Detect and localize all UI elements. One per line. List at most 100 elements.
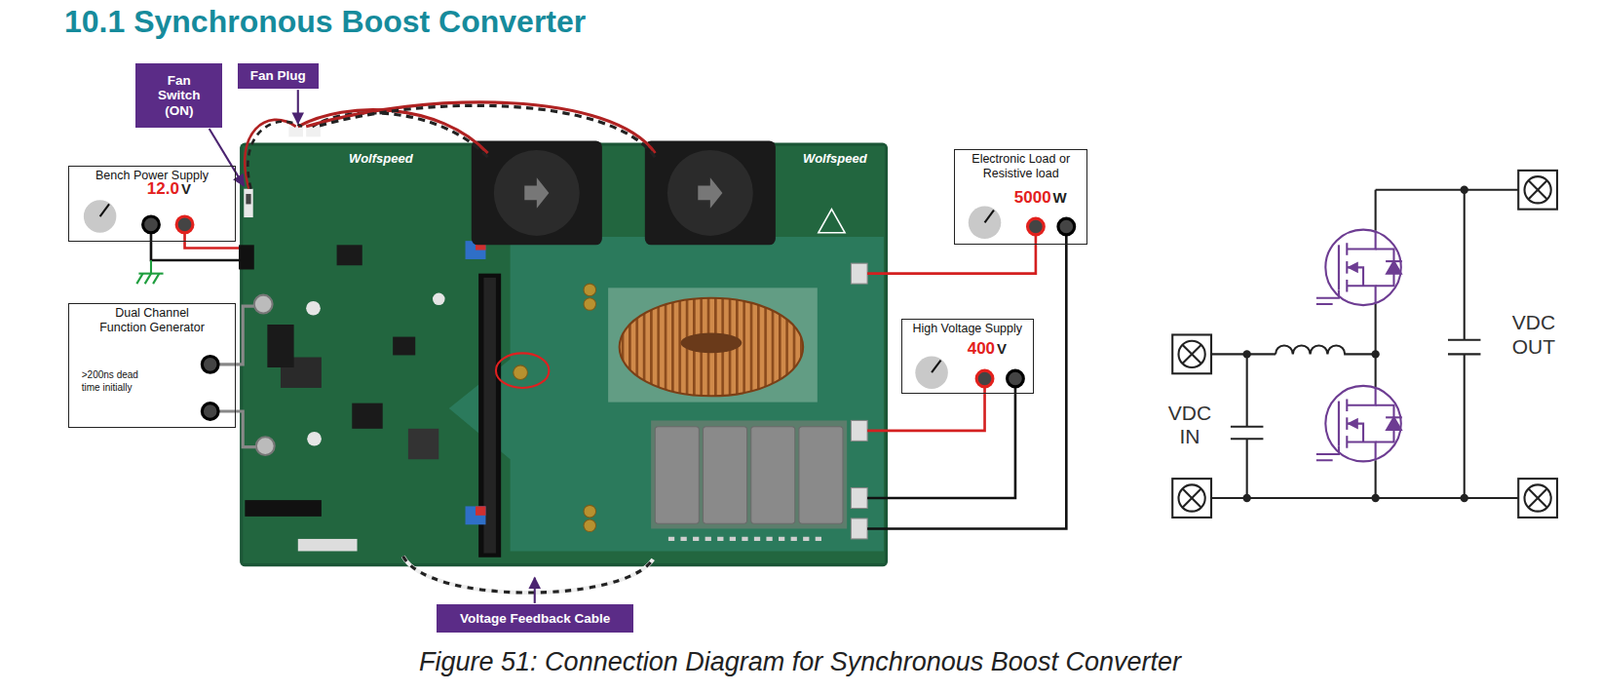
instrument-knob: [100, 203, 110, 217]
pcb-board: [392, 337, 416, 356]
pcb-board: [337, 244, 363, 266]
setpoint-row: 12.0V: [147, 179, 191, 199]
pcb-board: [305, 126, 321, 137]
pcb-board: [654, 426, 699, 524]
brand-mark: Wolfspeed: [802, 152, 868, 167]
setpoint-row: 400V: [967, 339, 1007, 359]
callout-box: Voltage Feedback Cable: [436, 604, 634, 633]
terminal-post: [201, 403, 219, 420]
supply-wires: [867, 387, 1016, 498]
pcb-board: [245, 193, 251, 204]
instrument-knob: [83, 199, 117, 233]
instrument-name: High Voltage Supply: [906, 321, 1029, 337]
mosfet-symbol: [1316, 385, 1403, 461]
fan-wires: [247, 121, 303, 190]
caption-wrapper: Figure 51: Connection Diagram for Synchr…: [0, 647, 1600, 678]
instrument-knob: [914, 355, 949, 389]
terminal-post: [143, 216, 160, 233]
instrument-knob: [968, 206, 1002, 240]
callout-box: Fan Switch (ON): [135, 63, 223, 128]
callout-arrow: [297, 89, 300, 124]
pcb-board: [432, 293, 446, 306]
setpoint-row: 5000W: [1014, 188, 1067, 208]
port-label: VDC OUT: [1506, 310, 1562, 358]
terminal-post: [176, 216, 193, 233]
terminal-symbol: [1182, 489, 1202, 508]
cooling-fan: [471, 141, 603, 246]
terminal-symbol: [1518, 170, 1558, 210]
terminal-symbol: [1182, 489, 1202, 508]
mosfet-symbol: [1337, 401, 1340, 447]
mosfet-symbol: [1346, 230, 1375, 305]
terminal-symbol: [1518, 478, 1558, 518]
callout-box: Fan Plug: [237, 63, 319, 89]
pcb-board: [244, 499, 322, 517]
mosfet-symbol: [1386, 261, 1402, 274]
fan-wires: [316, 105, 656, 157]
pcb-board: [238, 244, 255, 269]
terminal-symbol: [1172, 170, 1558, 518]
instrument-knob: [985, 210, 994, 224]
callout-arrow: [209, 89, 535, 604]
cooling-fan: [667, 150, 754, 236]
schematic-wires: [1375, 189, 1520, 191]
terminal-symbol: [1528, 489, 1548, 508]
setpoint-value: 12.0: [147, 179, 180, 198]
fan-wires: [244, 102, 655, 190]
supply-wires: [867, 235, 1036, 274]
brand-mark: Wolfspeed: [348, 152, 414, 167]
schematic-wires: [1211, 496, 1519, 499]
terminal-symbol: [1172, 478, 1212, 518]
terminal-symbol: [1182, 344, 1202, 364]
pcb-board: [751, 426, 796, 524]
instrument-knob: [931, 360, 941, 374]
pcb-board: [238, 126, 888, 567]
pcb-board: [619, 298, 803, 397]
junction-dot: [1460, 494, 1469, 502]
terminal-symbol: [1528, 180, 1548, 199]
supply-wires: [867, 235, 1067, 530]
junction-dot: [1460, 186, 1469, 194]
mosfet-symbol: [1386, 417, 1402, 430]
instrument-box: High Voltage Supply 400V: [901, 318, 1034, 395]
mosfet-symbol: [1325, 385, 1401, 461]
ground-symbol: [152, 273, 159, 284]
pcb-board: [239, 143, 888, 568]
terminal-symbol: [1182, 344, 1202, 364]
callout-arrow: [209, 128, 245, 187]
junction-dot: [1242, 349, 1251, 358]
supply-wires: [867, 387, 985, 431]
callout-arrow: [533, 577, 536, 604]
instrument-note: >200ns dead time initially: [81, 369, 158, 394]
mosfet-symbol: [1385, 416, 1403, 419]
callout-label: Fan Plug: [250, 68, 306, 84]
pcb-board: [583, 519, 597, 533]
instrument-box: Dual Channel Function Generator>200ns de…: [68, 303, 236, 428]
label-wrapper: Wolfspeed: [348, 152, 414, 167]
pcb-board: [266, 324, 294, 368]
pcb-board: [254, 295, 273, 314]
cooling-fan: [524, 177, 549, 208]
terminal-post: [143, 216, 1075, 420]
unit-label: V: [181, 180, 191, 197]
label-wrapper: VDC OUT: [1506, 310, 1562, 358]
pcb-board: [818, 209, 845, 233]
pcb-board: [583, 283, 597, 297]
cooling-fan: [494, 150, 580, 236]
pcb-board: [583, 504, 597, 518]
label-wrapper: VDC IN: [1164, 401, 1216, 449]
pcb-board: [680, 332, 742, 353]
pcb-board: [351, 403, 382, 429]
terminal-symbol: [1524, 484, 1552, 511]
pcb-board: [306, 431, 322, 447]
terminal-symbol: [1172, 478, 1212, 518]
ground-symbol: [136, 273, 143, 284]
terminal-post: [976, 370, 993, 387]
terminal-symbol: [1518, 170, 1558, 210]
illustration: [83, 89, 1558, 604]
pcb-board: [256, 436, 275, 456]
pcb-board: [850, 263, 868, 284]
